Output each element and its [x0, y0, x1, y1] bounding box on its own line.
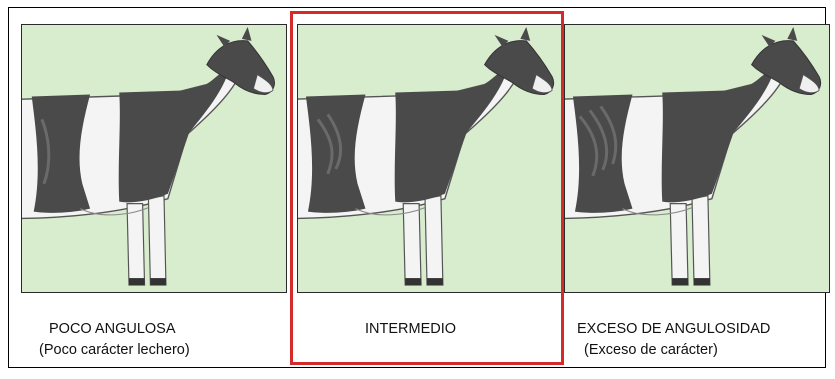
caption-excess-title: EXCESO DE ANGULOSIDAD — [577, 321, 771, 337]
caption-low-subtitle: (Poco carácter lechero) — [39, 342, 190, 358]
comparison-figure: POCO ANGULOSA (Poco carácter lechero) IN… — [8, 7, 830, 368]
panel-excess-angularity — [564, 24, 830, 293]
selected-highlight-box — [290, 11, 564, 365]
cow-low-angularity-illustration — [22, 25, 286, 292]
cow-intermediate-illustration — [298, 25, 562, 292]
panel-intermediate — [297, 24, 563, 293]
cow-excess-angularity-illustration — [565, 25, 829, 292]
caption-intermediate-title: INTERMEDIO — [365, 321, 457, 337]
caption-excess-subtitle: (Exceso de carácter) — [584, 342, 718, 358]
panel-low-angularity — [21, 24, 287, 293]
caption-low-title: POCO ANGULOSA — [49, 321, 176, 337]
